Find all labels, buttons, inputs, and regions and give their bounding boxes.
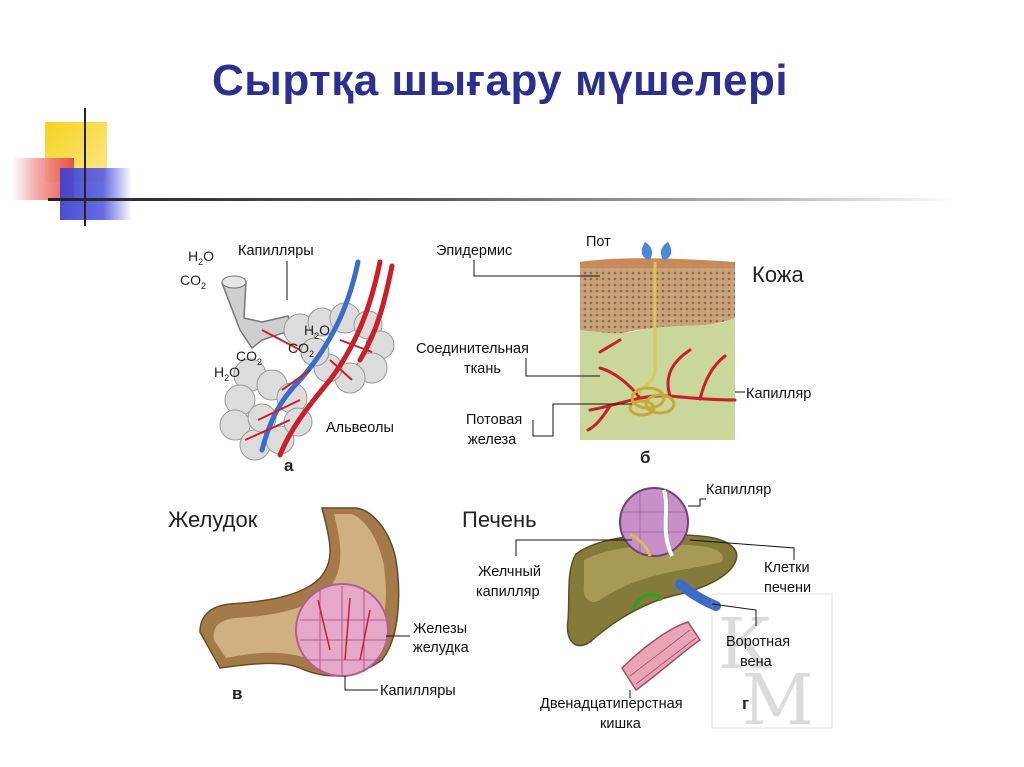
chem-h2o-left: H2O [214, 364, 241, 383]
label-capillary-g: Капилляр [706, 482, 772, 498]
slide-title: Сыртқа шығару мүшелері [212, 56, 789, 105]
chem-co2-mid: CO2 [288, 340, 315, 359]
chem-co2-top: CO2 [180, 272, 207, 291]
heading-liver: Печень [462, 507, 537, 532]
panel-letter-b: б [640, 448, 651, 467]
label-glands-1: Железы [413, 621, 468, 637]
panel-letter-g: г [742, 694, 750, 713]
label-duodenum-1: Двенадцатиперстная [540, 696, 683, 712]
label-capillaries-v: Капилляры [380, 683, 456, 699]
label-connective-2: ткань [464, 361, 501, 377]
label-portal-2: вена [740, 654, 772, 670]
label-capillaries-a: Капилляры [238, 243, 314, 259]
svg-text:М: М [742, 659, 814, 741]
deco-blue-square [60, 168, 132, 220]
svg-text:К: К [718, 603, 772, 685]
label-duodenum-2: кишка [600, 716, 641, 732]
chem-co2-left: CO2 [236, 348, 263, 367]
panel-letter-v: в [232, 684, 243, 703]
chem-h2o-mid: H2O [304, 322, 331, 341]
label-sweat: Пот [586, 234, 611, 250]
deco-vertical-line [84, 108, 86, 226]
chem-h2o-top: H2O [188, 248, 215, 267]
label-epidermis: Эпидермис [436, 243, 513, 259]
label-alveoli: Альвеолы [326, 420, 394, 436]
label-bile-1: Желчный [478, 564, 542, 580]
label-capillary-b: Капилляр [746, 386, 812, 402]
panel-letter-a: а [284, 456, 294, 475]
heading-stomach: Желудок [168, 507, 258, 532]
label-sweat-gland-1: Потовая [466, 412, 523, 428]
label-liver-cells-2: печени [764, 580, 812, 596]
label-liver-cells-1: Клетки [764, 560, 810, 576]
label-connective-1: Соединительная [416, 341, 529, 357]
label-glands-2: желудка [413, 640, 469, 656]
label-portal-1: Воротная [726, 634, 791, 650]
label-bile-2: капилляр [476, 584, 540, 600]
deco-horizontal-rule [48, 198, 958, 201]
label-sweat-gland-2: железа [468, 432, 517, 448]
heading-skin: Кожа [752, 262, 804, 287]
